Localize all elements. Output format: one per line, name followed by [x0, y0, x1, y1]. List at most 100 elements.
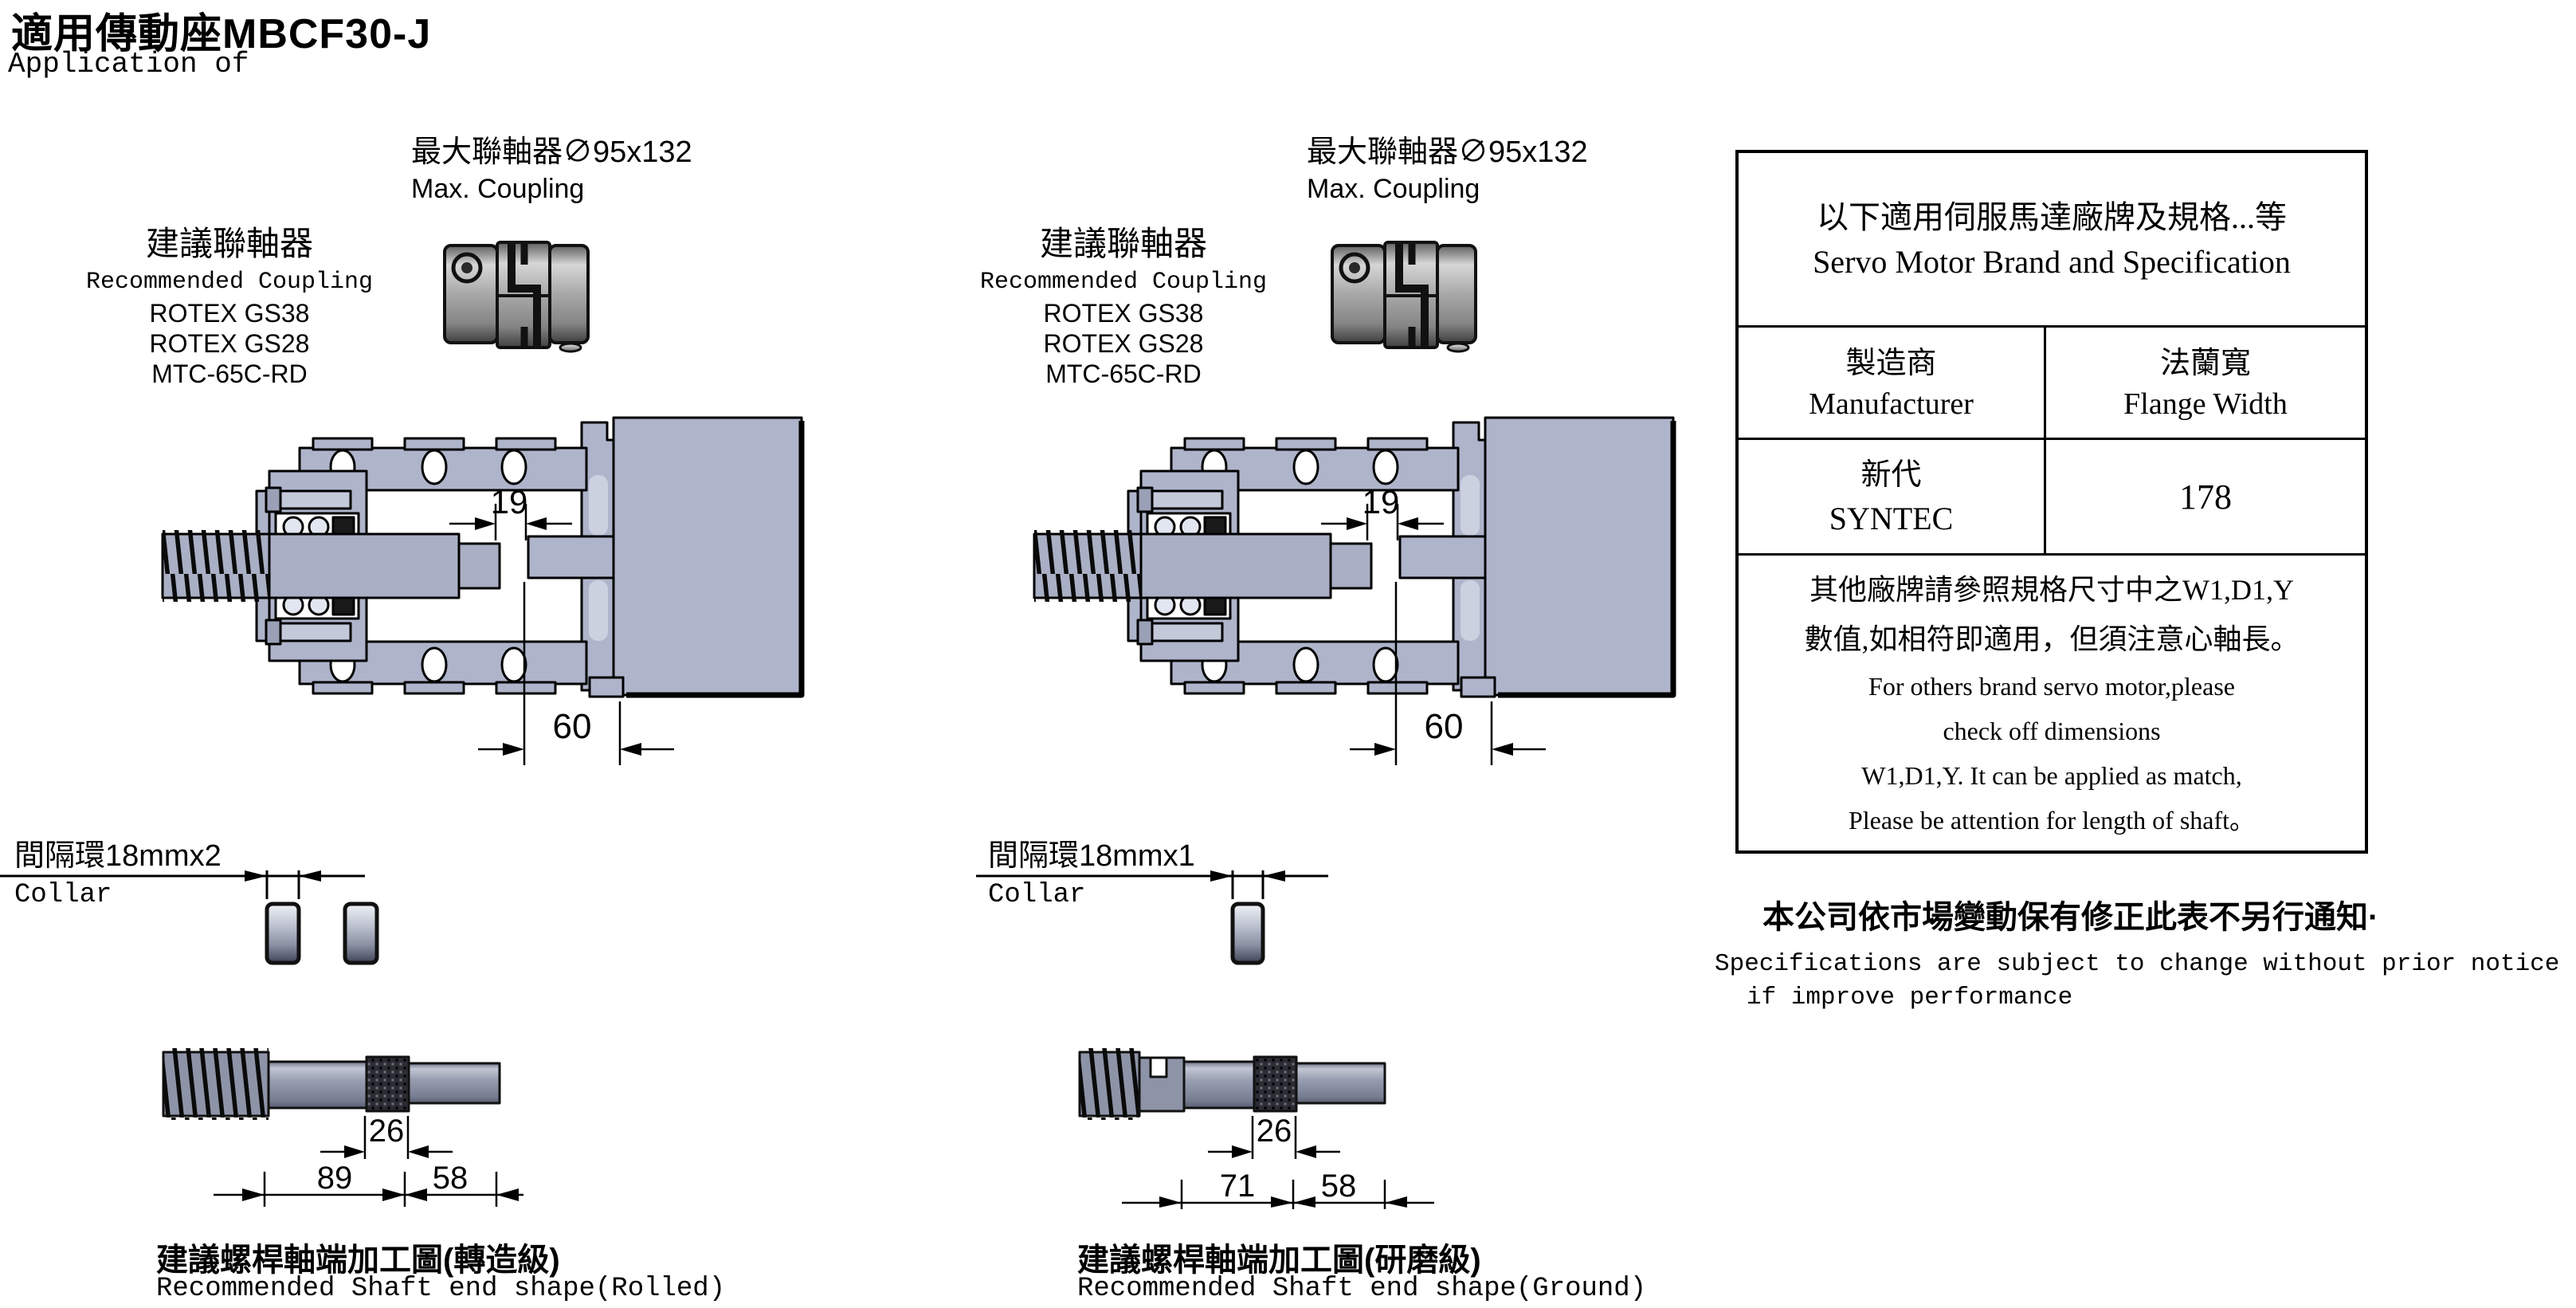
manufacturer-en: SYNTEC [1829, 501, 1954, 536]
recommended-coupling-label-cjk: 建議聯軸器 [145, 225, 313, 262]
manufacturer-cell: 新代 SYNTEC [1739, 440, 2046, 553]
dimension-lines [1321, 504, 1546, 765]
col-flange-en: Flange Width [2123, 387, 2288, 421]
collar-ring [343, 901, 379, 965]
shaft-body [1182, 1060, 1256, 1110]
coupling-foot [559, 342, 582, 353]
spec-table-title-en: Servo Motor Brand and Specification [1813, 244, 2291, 280]
col-flange-header: 法蘭寬 Flange Width [2046, 328, 2365, 438]
manufacturer-cjk: 新代 [1860, 458, 1922, 492]
col-manufacturer-cjk: 製造商 [1845, 347, 1937, 380]
coupling-model: MTC-65C-RD [151, 359, 308, 388]
knurl-section [1253, 1055, 1298, 1113]
dim-gap: 19 [1362, 483, 1400, 520]
collar-label-en: Collar [14, 880, 112, 910]
collar-label-en: Collar [988, 880, 1086, 910]
note-line: 數值,如相符即適用，但須注意心軸長。 [1804, 623, 2300, 655]
note-line: For others brand servo motor,please [1868, 672, 2235, 701]
shaft-end-drawing-ground: 26 71 58 [1078, 1048, 1434, 1209]
coupling-jaw-slots [1386, 244, 1436, 348]
shaft-body [267, 1060, 368, 1110]
coupling-jaw-slots [499, 244, 548, 348]
dim-body: 71 [1220, 1169, 1256, 1204]
flange-width-cell: 178 [2046, 440, 2365, 553]
page-title: 適用傳動座MBCF30-J [11, 11, 432, 57]
servo-spec-table: 以下適用伺服馬達廠牌及規格...等 Servo Motor Brand and … [1735, 150, 2368, 854]
coupling-model: ROTEX GS38 [1043, 299, 1204, 328]
dim-knurl: 26 [369, 1114, 405, 1149]
knurl-section [365, 1055, 410, 1113]
coupling-model: ROTEX GS28 [149, 329, 310, 358]
collar-label-cjk: 間隔環18mmx2 [14, 839, 222, 873]
note-line: W1,D1,Y. It can be applied as match, [1861, 761, 2242, 790]
col-flange-cjk: 法蘭寬 [2159, 347, 2251, 380]
spec-table-data-row: 新代 SYNTEC 178 [1739, 440, 2365, 556]
collar-ring [265, 901, 301, 965]
dim-knurl: 26 [1257, 1114, 1292, 1149]
dim-depth: 60 [1425, 707, 1464, 746]
collar-figure-left [0, 870, 379, 965]
dim-body: 89 [317, 1161, 353, 1196]
dimension-lines [449, 504, 674, 765]
dim-depth: 60 [553, 707, 592, 746]
spec-table-title: 以下適用伺服馬達廠牌及規格...等 Servo Motor Brand and … [1739, 153, 2365, 328]
collar-figure-right [976, 870, 1328, 965]
shaft-end-drawing-rolled: 26 89 58 [162, 1048, 523, 1207]
coupling-icon [443, 241, 590, 353]
bolt-icon [1151, 489, 1224, 510]
coupling-icon [1331, 241, 1477, 353]
disclaimer-en-line1: Specifications are subject to change wit… [1715, 950, 2560, 978]
bolt-icon [279, 622, 352, 642]
max-coupling-label-en: Max. Coupling [1307, 174, 1480, 204]
coupling-foot [1446, 342, 1470, 353]
ball-screw-thread [163, 530, 269, 602]
max-coupling-block-left: 最大聯軸器∅95x132 Max. Coupling [411, 132, 692, 206]
coupling-bolt-icon [1339, 252, 1370, 284]
screw-shaft [1139, 532, 1332, 599]
shaft-end [1295, 1062, 1386, 1105]
spec-table-header-row: 製造商 Manufacturer 法蘭寬 Flange Width [1739, 328, 2365, 440]
shaft-caption-en: Recommended Shaft end shape(Ground) [1077, 1274, 1647, 1304]
note-line: 其他廠牌請參照規格尺寸中之W1,D1,Y [1809, 574, 2294, 606]
recommended-coupling-block-right: 建議聯軸器 Recommended Coupling ROTEX GS38 RO… [940, 222, 1307, 389]
coupling-model: MTC-65C-RD [1045, 359, 1202, 388]
ball-screw-thread [1034, 530, 1141, 602]
motor-body [612, 416, 803, 697]
disclaimer-cjk: 本公司依市場變動保有修正此表不另行通知· [1762, 900, 2379, 935]
coupling-bolt-icon [451, 252, 483, 284]
screw-shaft [268, 532, 461, 599]
dim-gap: 19 [491, 483, 528, 520]
collar-label-cjk: 間隔環18mmx1 [988, 839, 1195, 873]
col-manufacturer-header: 製造商 Manufacturer [1739, 328, 2046, 438]
assembly-drawing-left: 19 60 [161, 416, 805, 765]
recommended-coupling-block-left: 建議聯軸器 Recommended Coupling ROTEX GS38 RO… [46, 222, 413, 389]
spec-table-title-cjk: 以下適用伺服馬達廠牌及規格...等 [1817, 199, 2287, 235]
bolt-icon [279, 489, 352, 510]
coupling-model: ROTEX GS38 [149, 299, 310, 328]
max-coupling-label-en: Max. Coupling [411, 174, 585, 204]
page-subtitle: Application of [8, 48, 249, 81]
shaft-caption-en: Recommended Shaft end shape(Rolled) [156, 1274, 726, 1304]
max-coupling-label-cjk: 最大聯軸器∅95x132 [411, 136, 692, 169]
note-line: Please be attention for length of shaft。 [1848, 806, 2256, 835]
bolt-icon [1151, 622, 1224, 642]
assembly-drawing-right: 19 60 [1033, 416, 1676, 765]
coupling-model: ROTEX GS28 [1043, 329, 1204, 358]
shaft-caption-cjk: 建議螺桿軸端加工圖(轉造級) [156, 1243, 560, 1278]
dim-end: 58 [1321, 1169, 1357, 1204]
flange-width-value: 178 [2179, 477, 2232, 517]
shaft-end [407, 1062, 501, 1105]
max-coupling-block-right: 最大聯軸器∅95x132 Max. Coupling [1307, 132, 1588, 206]
max-coupling-label-cjk: 最大聯軸器∅95x132 [1307, 136, 1588, 169]
recommended-coupling-label-cjk: 建議聯軸器 [1039, 225, 1207, 262]
collar-ring [1230, 901, 1265, 965]
disclaimer-en-line2: if improve performance [1747, 984, 2073, 1011]
shaft-caption-cjk: 建議螺桿軸端加工圖(研磨級) [1077, 1243, 1481, 1278]
note-line: check off dimensions [1943, 717, 2161, 745]
recommended-coupling-label-en: Recommended Coupling [85, 269, 374, 296]
spec-table-note: 其他廠牌請參照規格尺寸中之W1,D1,Y 數值,如相符即適用，但須注意心軸長。 … [1739, 556, 2365, 850]
motor-shaft-hub [527, 535, 615, 579]
col-manufacturer-en: Manufacturer [1809, 387, 1974, 421]
recommended-coupling-label-en: Recommended Coupling [979, 269, 1268, 296]
motor-shaft-hub [1398, 535, 1487, 579]
